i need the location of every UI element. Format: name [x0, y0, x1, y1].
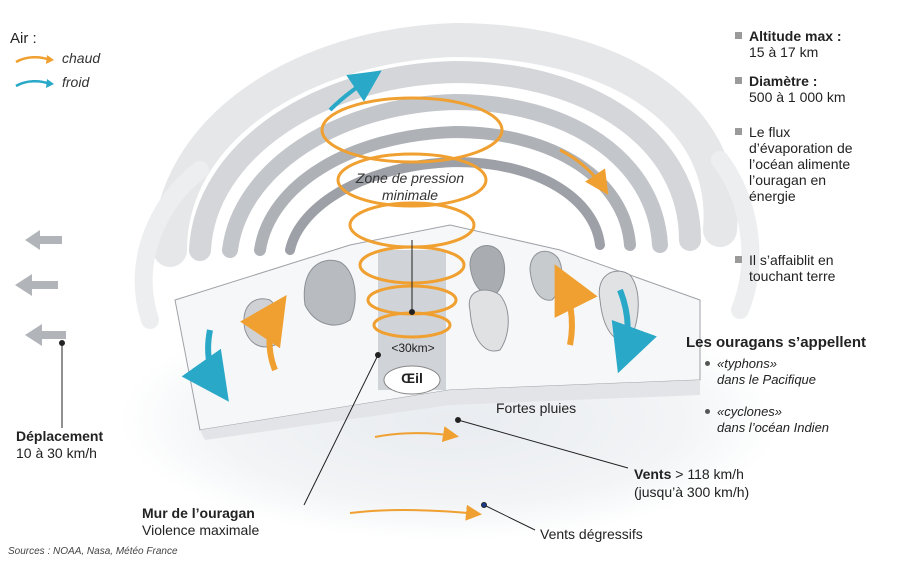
fact-weakening: Il s’affaiblit en touchant terre — [737, 252, 862, 284]
legend-cold: froid — [14, 74, 89, 90]
eye-label: Œil — [394, 370, 430, 386]
name-cyclones: «cyclones» dans l’océan Indien — [705, 404, 829, 436]
movement-value: 10 à 30 km/h — [16, 445, 103, 462]
winds-label: Vents > 118 km/h — [634, 466, 744, 482]
legend-title: Air : — [10, 30, 37, 47]
fact-evaporation: Le flux d’évaporation de l’océan aliment… — [737, 124, 862, 204]
wall-label: Mur de l’ouragan Violence maximale — [142, 505, 259, 539]
eye-width-label: <30km> — [380, 341, 446, 355]
legend-warm: chaud — [14, 50, 100, 66]
rains-label: Fortes pluies — [496, 400, 576, 416]
warm-arrow-icon — [14, 52, 56, 66]
fact-diameter: Diamètre : 500 à 1 000 km — [737, 73, 887, 105]
legend-warm-label: chaud — [62, 50, 100, 66]
winds-bold: Vents — [634, 466, 671, 482]
fact-altitude-value: 15 à 17 km — [749, 44, 887, 60]
fact-evaporation-text: Le flux d’évaporation de l’océan aliment… — [749, 124, 862, 204]
name-typhons-name: «typhons» — [717, 356, 816, 372]
sources: Sources : NOAA, Nasa, Météo France — [8, 546, 178, 557]
name-typhons-where: dans le Pacifique — [717, 372, 816, 388]
fact-weakening-text: Il s’affaiblit en touchant terre — [749, 252, 862, 284]
name-cyclones-name: «cyclones» — [717, 404, 829, 420]
name-cyclones-where: dans l’océan Indien — [717, 420, 829, 436]
movement-arrows — [15, 230, 66, 346]
pressure-zone-label: Zone de pression minimale — [355, 170, 465, 204]
names-title: Les ouragans s’appellent — [686, 334, 866, 351]
legend-cold-label: froid — [62, 74, 89, 90]
fact-diameter-value: 500 à 1 000 km — [749, 89, 887, 105]
fact-altitude: Altitude max : 15 à 17 km — [737, 28, 887, 60]
wall-title: Mur de l’ouragan — [142, 505, 259, 522]
winds-value: > 118 km/h — [675, 466, 744, 482]
wall-sub: Violence maximale — [142, 522, 259, 539]
movement-title: Déplacement — [16, 428, 103, 445]
name-typhons: «typhons» dans le Pacifique — [705, 356, 816, 388]
cold-arrow-icon — [14, 76, 56, 90]
fact-diameter-title: Diamètre : — [749, 73, 887, 89]
decreasing-winds-label: Vents dégressifs — [540, 526, 643, 542]
movement-label: Déplacement 10 à 30 km/h — [16, 428, 103, 462]
fact-altitude-title: Altitude max : — [749, 28, 887, 44]
winds-max: (jusqu’à 300 km/h) — [634, 484, 749, 500]
